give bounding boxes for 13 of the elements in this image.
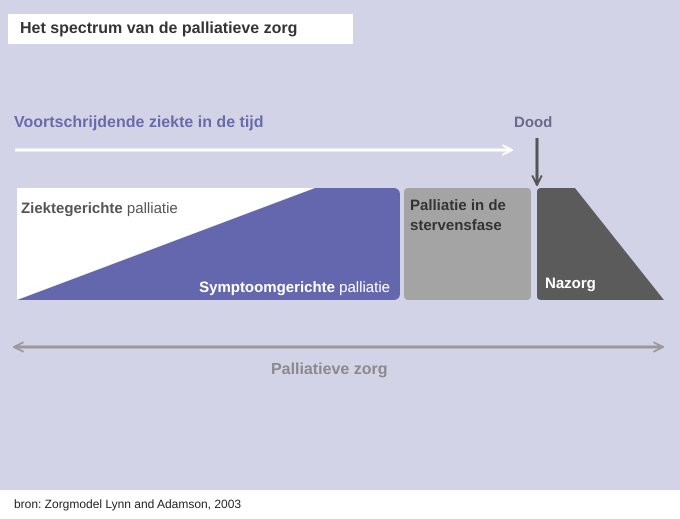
timeline-label: Voortschrijdende ziekte in de tijd bbox=[14, 114, 264, 132]
phase-box bbox=[404, 188, 531, 300]
event-label: Dood bbox=[514, 114, 564, 134]
aftercare-shape bbox=[537, 188, 664, 300]
aftercare-label: Nazorg bbox=[545, 275, 596, 292]
bar-label: Symptoomgerichte palliatie bbox=[199, 279, 390, 296]
caption: bron: Zorgmodel Lynn and Adamson, 2003 bbox=[14, 497, 242, 511]
bar-label: Ziektegerichte palliatie bbox=[21, 200, 178, 217]
span-label: Palliatieve zorg bbox=[271, 361, 388, 379]
title: Het spectrum van de palliatieve zorg bbox=[8, 14, 353, 44]
palliation-bar bbox=[17, 188, 400, 300]
arrow bbox=[531, 138, 543, 186]
phase-label: Palliatie in de stervensfase bbox=[410, 196, 507, 236]
